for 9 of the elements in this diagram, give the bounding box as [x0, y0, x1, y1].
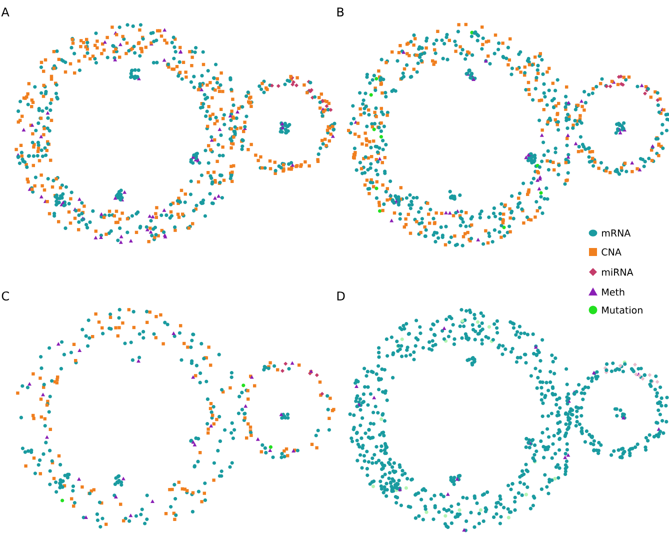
legend-label: mRNA [602, 230, 631, 236]
panel-label: B [337, 8, 344, 16]
panel-label: A [1, 8, 10, 16]
panel-label: D [337, 292, 345, 300]
legend-label: miRNA [602, 268, 634, 276]
panel-label: C [2, 291, 9, 301]
legend-label: CNA [602, 248, 622, 256]
legend-label: Mutation [602, 306, 642, 314]
legend-label: Meth [602, 288, 624, 296]
